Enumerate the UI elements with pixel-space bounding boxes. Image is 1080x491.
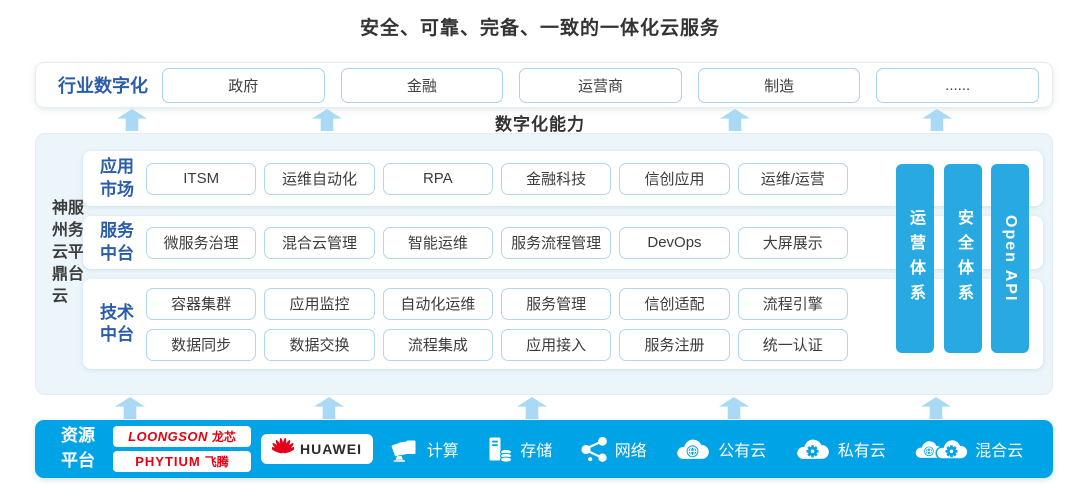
resource-item-label: 网络: [614, 443, 647, 460]
huawei-text: HUAWEI: [300, 441, 362, 457]
pillar-open-api: Open API: [991, 164, 1029, 353]
hybrid-cloud-icon: [913, 436, 969, 462]
platform-row-tech-middle: 技术中台 容器集群 应用监控 自动化运维 服务管理 信创适配 流程引擎 数据同步…: [83, 279, 1043, 369]
resource-items: 计算 存储: [377, 436, 1037, 463]
platform-item: 运维自动化: [264, 162, 375, 195]
platform-item: 智能运维: [382, 226, 493, 259]
up-arrow-icon: [719, 397, 749, 419]
page-title: 安全、可靠、完备、一致的一体化云服务: [359, 18, 720, 39]
platform-item: 流程引擎: [737, 287, 848, 320]
resource-item-label: 计算: [426, 443, 459, 460]
resource-item-label: 私有云: [837, 443, 886, 460]
network-icon: [580, 436, 608, 463]
private-cloud-icon: [794, 437, 831, 462]
platform-item: 信创应用: [619, 162, 730, 195]
up-arrow-icon: [314, 397, 344, 419]
platform-item: 数据同步: [146, 328, 257, 361]
resource-item-label: 混合云: [975, 443, 1024, 460]
platform-row-service-middle: 服务中台 微服务治理 混合云管理 智能运维 服务流程管理 DevOps 大屏展示: [83, 216, 1043, 269]
resource-item-label: 公有云: [718, 443, 767, 460]
public-cloud-icon: [674, 437, 711, 462]
platform-item: 大屏展示: [737, 226, 848, 259]
platform-item: 信创适配: [619, 287, 730, 320]
industry-item-finance: 金融: [340, 67, 504, 103]
platform-item: 应用监控: [264, 287, 375, 320]
platform-item: 流程集成: [382, 328, 493, 361]
row-label: 服务中台: [100, 221, 134, 263]
up-arrow-icon: [921, 397, 951, 419]
resource-item: 公有云: [674, 437, 766, 462]
platform-item: 自动化运维: [382, 287, 493, 320]
industry-item-more: ......: [876, 67, 1039, 103]
loongson-cn-text: 龙芯: [211, 430, 236, 444]
platform-item: ITSM: [146, 162, 257, 195]
industry-item-manufacturing: 制造: [697, 67, 861, 103]
phytium-logo: PHYTIUM 飞腾: [113, 451, 251, 472]
loongson-latin-text: LOONGSON: [128, 429, 208, 444]
up-arrow-icon: [115, 397, 145, 419]
resource-bar: 资源平台 LOONGSON 龙芯 PHYTIUM 飞腾: [35, 420, 1053, 478]
platform-panel: 神州云鼎云服务平台 应用市场 ITSM 运维自动化 RPA 金融科技 信创应用 …: [35, 133, 1053, 395]
platform-item: 容器集群: [146, 287, 257, 320]
phytium-cn-text: 飞腾: [204, 455, 229, 469]
platform-item: 金融科技: [500, 162, 612, 195]
platform-item: 服务管理: [500, 287, 612, 320]
platform-item: 服务注册: [619, 328, 730, 361]
platform-item: 统一认证: [737, 328, 848, 361]
platform-item: 运维/运营: [737, 162, 848, 195]
resource-item: 网络: [580, 436, 647, 463]
compute-icon: [391, 436, 420, 462]
huawei-flower-icon: [270, 437, 296, 461]
phytium-latin-text: PHYTIUM: [135, 454, 201, 469]
industry-boxes: 政府 金融 运营商 制造 ......: [162, 67, 1039, 103]
platform-item: 服务流程管理: [500, 226, 612, 259]
resource-bar-label: 资源平台: [61, 426, 95, 470]
platform-item: 微服务治理: [146, 226, 257, 259]
platform-item: RPA: [382, 162, 493, 195]
industry-item-operator: 运营商: [519, 67, 682, 103]
industry-row-label: 行业数字化: [58, 76, 148, 96]
platform-row-app-market: 应用市场 ITSM 运维自动化 RPA 金融科技 信创应用 运维/运营: [83, 151, 1043, 206]
resource-item: 混合云: [913, 436, 1023, 462]
industry-item-government: 政府: [162, 67, 325, 103]
platform-item: DevOps: [619, 226, 730, 259]
loongson-logo: LOONGSON 龙芯: [113, 426, 251, 447]
resource-item: 私有云: [794, 437, 886, 462]
row-label: 应用市场: [100, 157, 134, 199]
platform-side-label: 神州云鼎云服务平台: [49, 199, 82, 309]
huawei-logo: HUAWEI: [261, 434, 373, 464]
platform-item: 数据交换: [264, 328, 375, 361]
digital-capability-label: 数字化能力: [495, 115, 585, 134]
row-label: 技术中台: [100, 302, 134, 344]
up-arrow-icon: [517, 397, 547, 419]
resource-item: 存储: [486, 436, 552, 463]
platform-item: 混合云管理: [264, 226, 375, 259]
resource-item-label: 存储: [520, 443, 553, 460]
resource-item: 计算: [391, 436, 459, 462]
industry-row: 行业数字化 政府 金融 运营商 制造 ......: [35, 62, 1053, 108]
storage-icon: [486, 436, 513, 463]
vendor-logos: LOONGSON 龙芯 PHYTIUM 飞腾: [113, 426, 251, 472]
pillar-operations-system: 运营体系: [896, 164, 934, 353]
pillar-security-system: 安全体系: [944, 164, 982, 353]
platform-item: 应用接入: [500, 328, 612, 361]
